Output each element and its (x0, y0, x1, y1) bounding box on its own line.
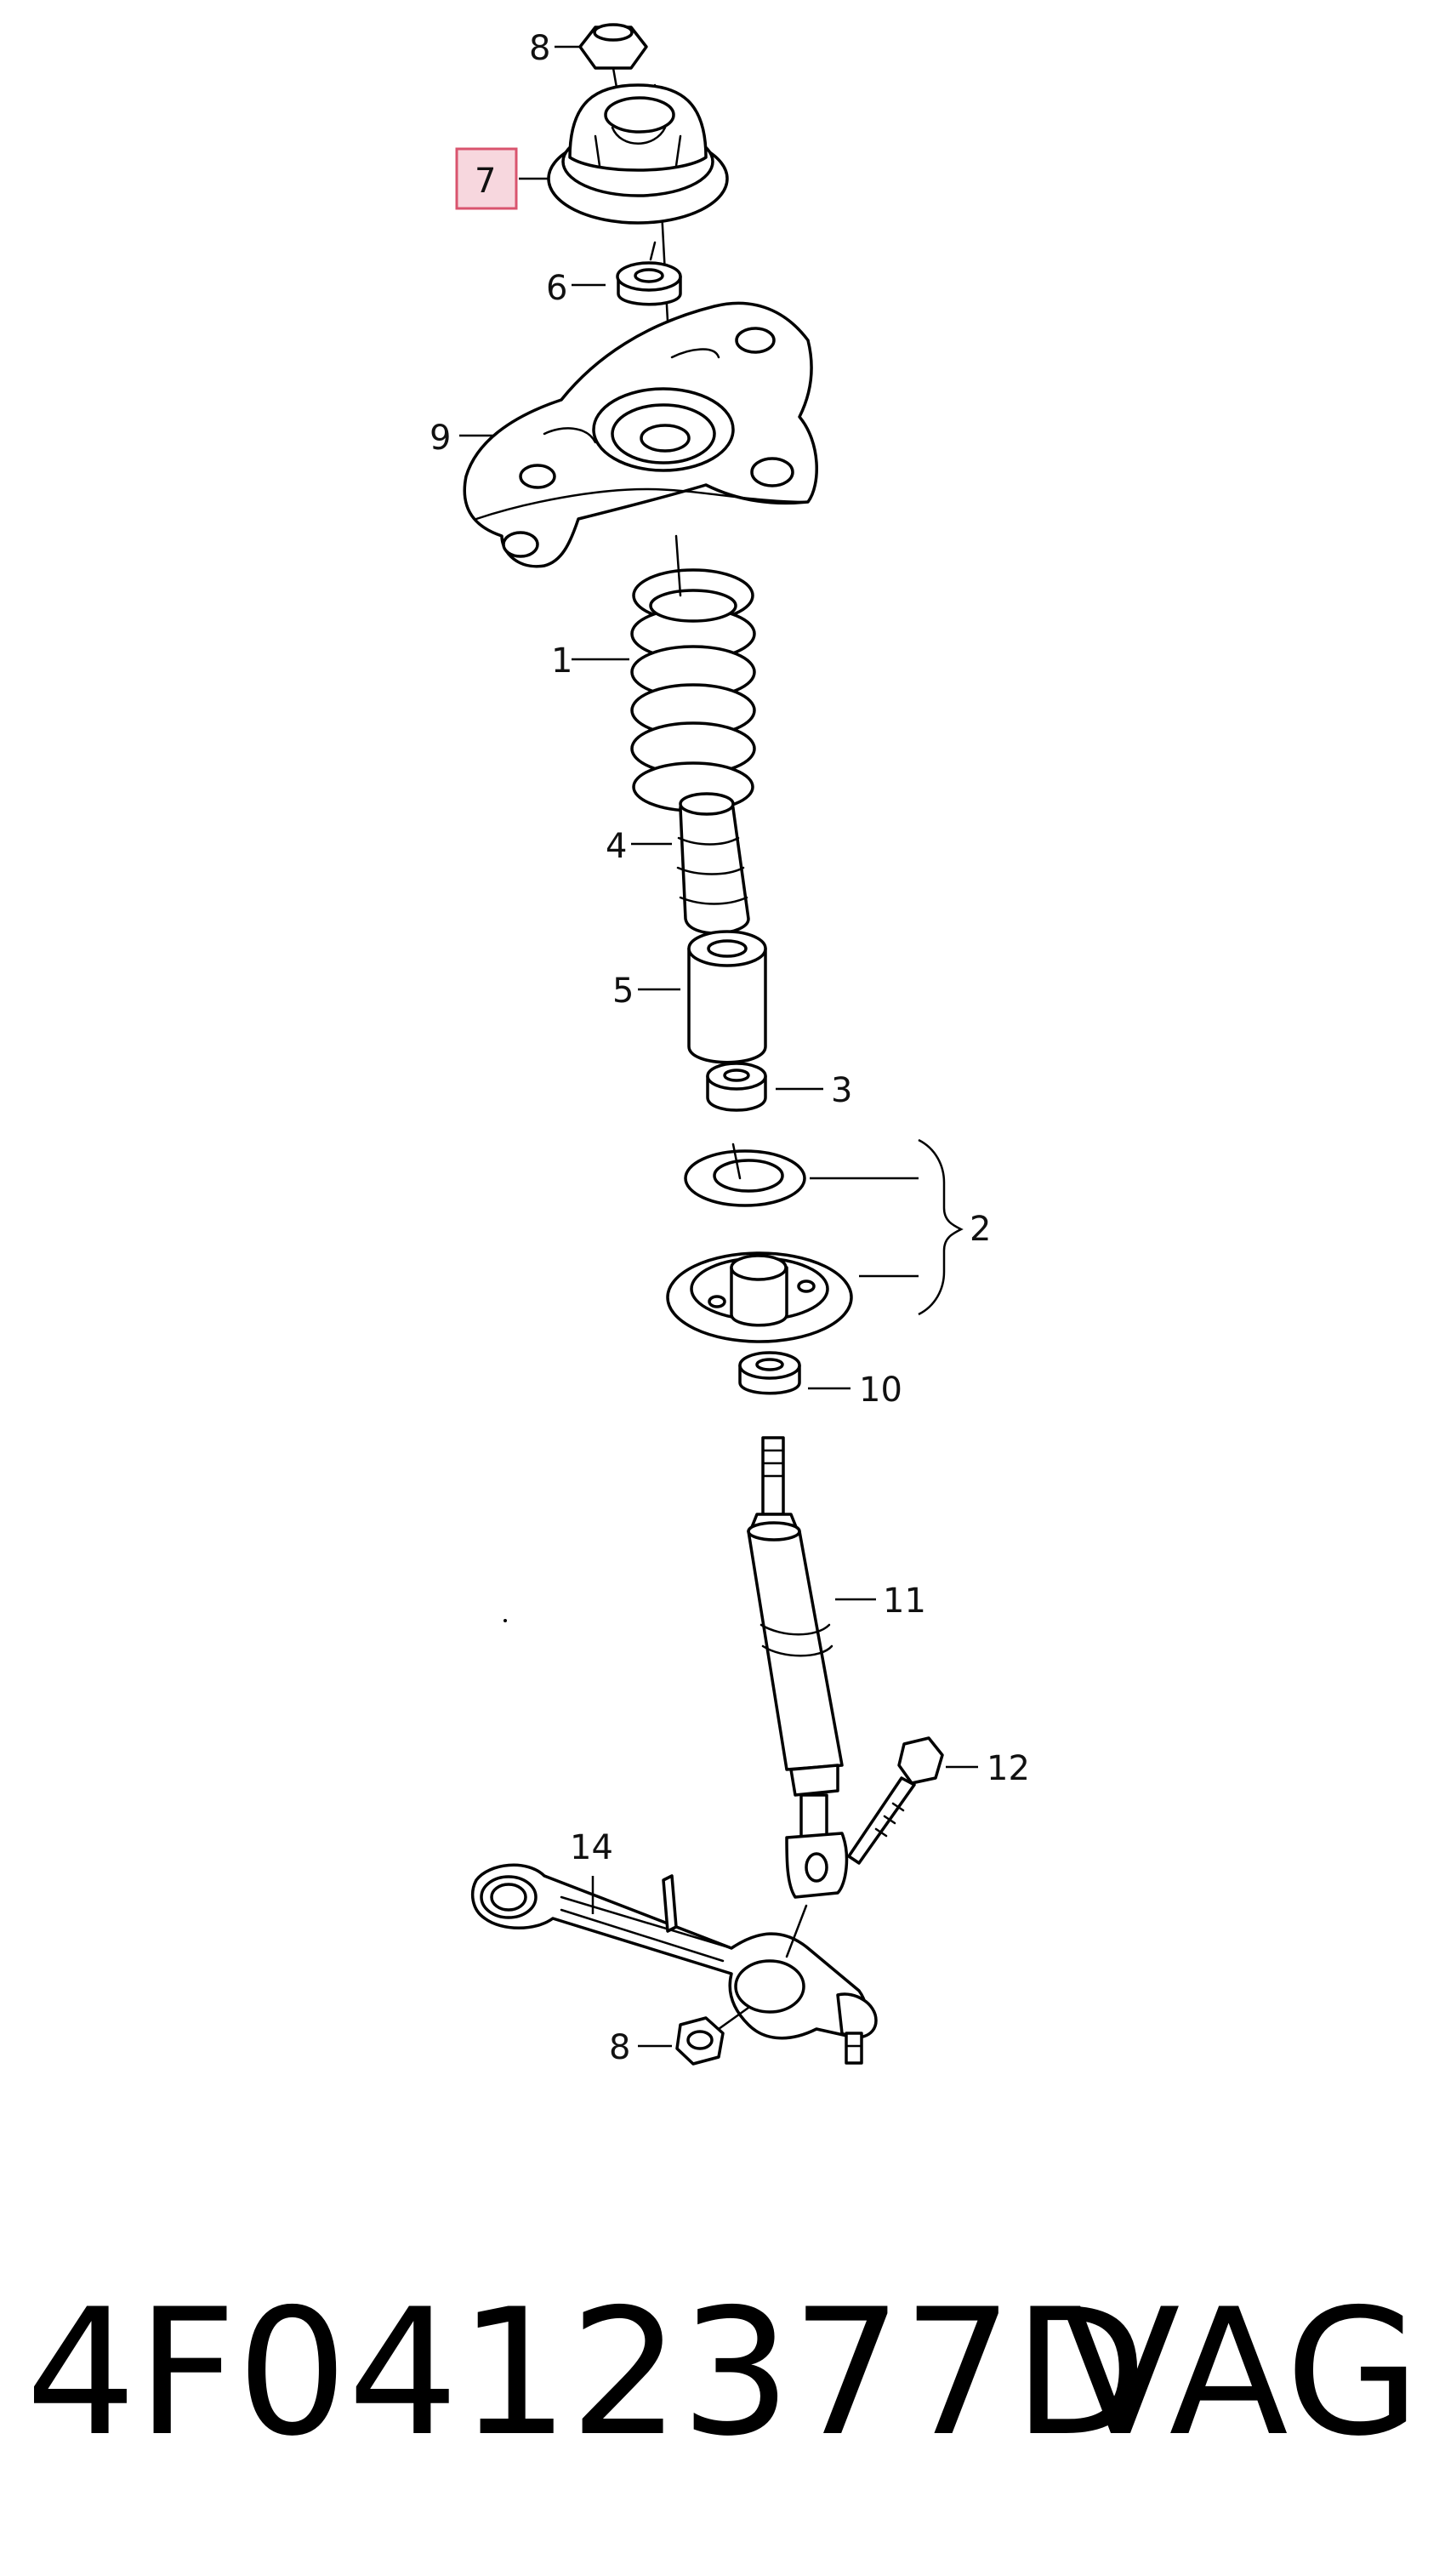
part-3-retaining-nut (706, 1062, 767, 1112)
callout-11: 11 (883, 1582, 926, 1621)
part-6-washer (616, 241, 682, 306)
callout-3: 3 (831, 1071, 852, 1110)
part-14-control-arm (470, 1863, 878, 2065)
part-number: 4F0412377D (26, 2272, 1148, 2475)
callout-2-bracket (918, 1138, 964, 1316)
callout-6: 6 (546, 269, 567, 308)
callout-7-highlight (455, 147, 518, 210)
callout-12: 12 (987, 1749, 1030, 1788)
part-7-strut-mount (547, 83, 729, 225)
part-8-bottom-nut (675, 2006, 750, 2066)
part-9-upper-bracket (463, 301, 818, 568)
part-8-top-nut (578, 23, 648, 104)
exploded-parts-diagram: 8 7 6 9 1 4 5 3 2 10 11 12 14 8 (430, 23, 1030, 2067)
part-12-bolt (847, 1736, 944, 1865)
callout-2: 2 (970, 1210, 991, 1249)
callout-7: 7 (475, 162, 496, 201)
part-5-dust-boot (687, 930, 767, 1064)
stray-dot (503, 1619, 507, 1622)
part-2-spring-seats (666, 1143, 853, 1343)
part-1-coil-spring (630, 534, 756, 812)
brand-name: VAG (1061, 2272, 1420, 2475)
part-caption: 4F0412377D VAG (26, 2263, 1420, 2484)
callout-8-bottom: 8 (609, 2028, 630, 2067)
callout-8-top: 8 (529, 29, 550, 68)
callout-5: 5 (612, 972, 634, 1011)
callout-9: 9 (430, 419, 451, 458)
part-11-shock-absorber (747, 1436, 849, 1899)
callout-4: 4 (606, 827, 627, 866)
callout-14: 14 (570, 1828, 613, 1867)
part-10-washer (738, 1351, 801, 1395)
part-4-bump-stop (676, 792, 750, 935)
callout-1: 1 (551, 641, 572, 681)
callout-10: 10 (859, 1371, 902, 1410)
